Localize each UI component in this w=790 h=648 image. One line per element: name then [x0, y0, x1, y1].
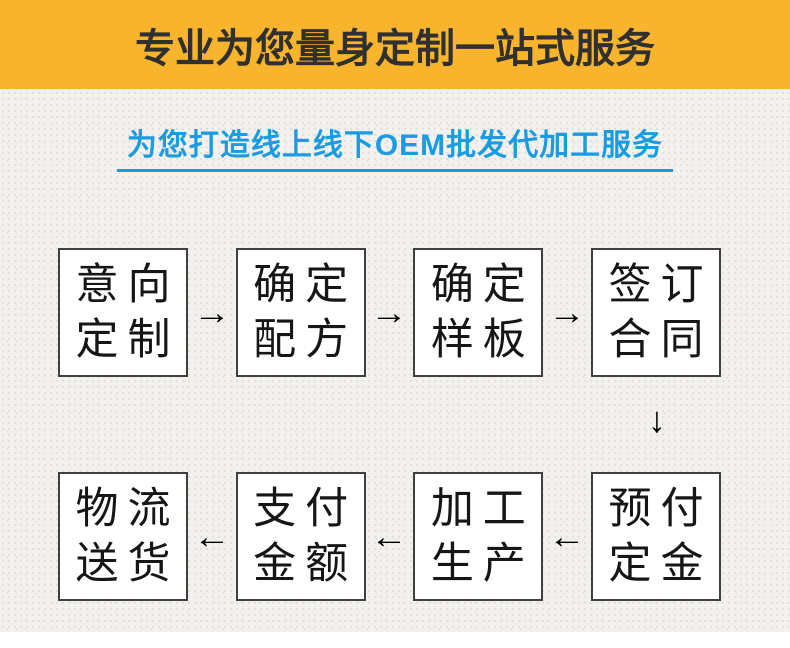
subtitle: 为您打造线上线下OEM批发代加工服务: [0, 120, 790, 164]
flow-step-line: 生产: [430, 539, 535, 588]
flow-step-confirm-sample: 确定 样板: [413, 248, 544, 377]
flow-step-line: 定金: [608, 539, 713, 588]
left-arrow-icon: ←: [370, 517, 409, 556]
left-arrow-icon: ←: [548, 517, 586, 556]
right-arrow-icon: →: [370, 293, 409, 332]
flow-step-line: 金额: [253, 539, 358, 588]
flow-step-line: 定制: [75, 315, 180, 364]
flow-step-line: 配方: [253, 315, 358, 364]
flow-row-bottom: 物流 送货 ← 支付 金额 ← 加工 生产 ← 预付 定金: [58, 472, 721, 601]
flow-step-line: 预付: [608, 484, 713, 533]
flow-step-line: 签订: [608, 260, 713, 309]
flow-row-top: 意向 定制 → 确定 配方 → 确定 样板 → 签订 合同: [58, 248, 721, 377]
flow-step-line: 确定: [253, 260, 358, 309]
flow-step-confirm-formula: 确定 配方: [235, 248, 366, 377]
flow-step-processing-production: 加工 生产: [413, 472, 544, 601]
right-arrow-icon: →: [193, 293, 231, 332]
flow-step-line: 支付: [253, 484, 358, 533]
subtitle-title: 为您打造线上线下OEM批发代加工服务: [126, 129, 664, 162]
flow-step-line: 确定: [430, 260, 535, 309]
flow-step-line: 合同: [608, 315, 713, 364]
left-arrow-icon: ←: [193, 517, 231, 556]
banner: 专业为您量身定制一站式服务: [0, 0, 790, 89]
bottom-margin: [0, 632, 790, 648]
flow-step-line: 意向: [75, 260, 180, 309]
flow-step-sign-contract: 签订 合同: [590, 248, 721, 377]
subtitle-underline: [117, 169, 673, 172]
flow-step-line: 样板: [430, 315, 535, 364]
flow-step-logistics-delivery: 物流 送货: [58, 472, 188, 601]
down-arrow-icon: ↓: [648, 399, 666, 440]
banner-title: 专业为您量身定制一站式服务: [135, 26, 655, 71]
flow-step-pay-amount: 支付 金额: [235, 472, 366, 601]
flow-step-line: 加工: [430, 484, 535, 533]
flow-step-intent-custom: 意向 定制: [58, 248, 188, 377]
right-arrow-icon: →: [548, 293, 586, 332]
flow-step-line: 送货: [75, 539, 180, 588]
flow-step-prepay-deposit: 预付 定金: [590, 472, 721, 601]
flow-step-line: 物流: [75, 484, 180, 533]
